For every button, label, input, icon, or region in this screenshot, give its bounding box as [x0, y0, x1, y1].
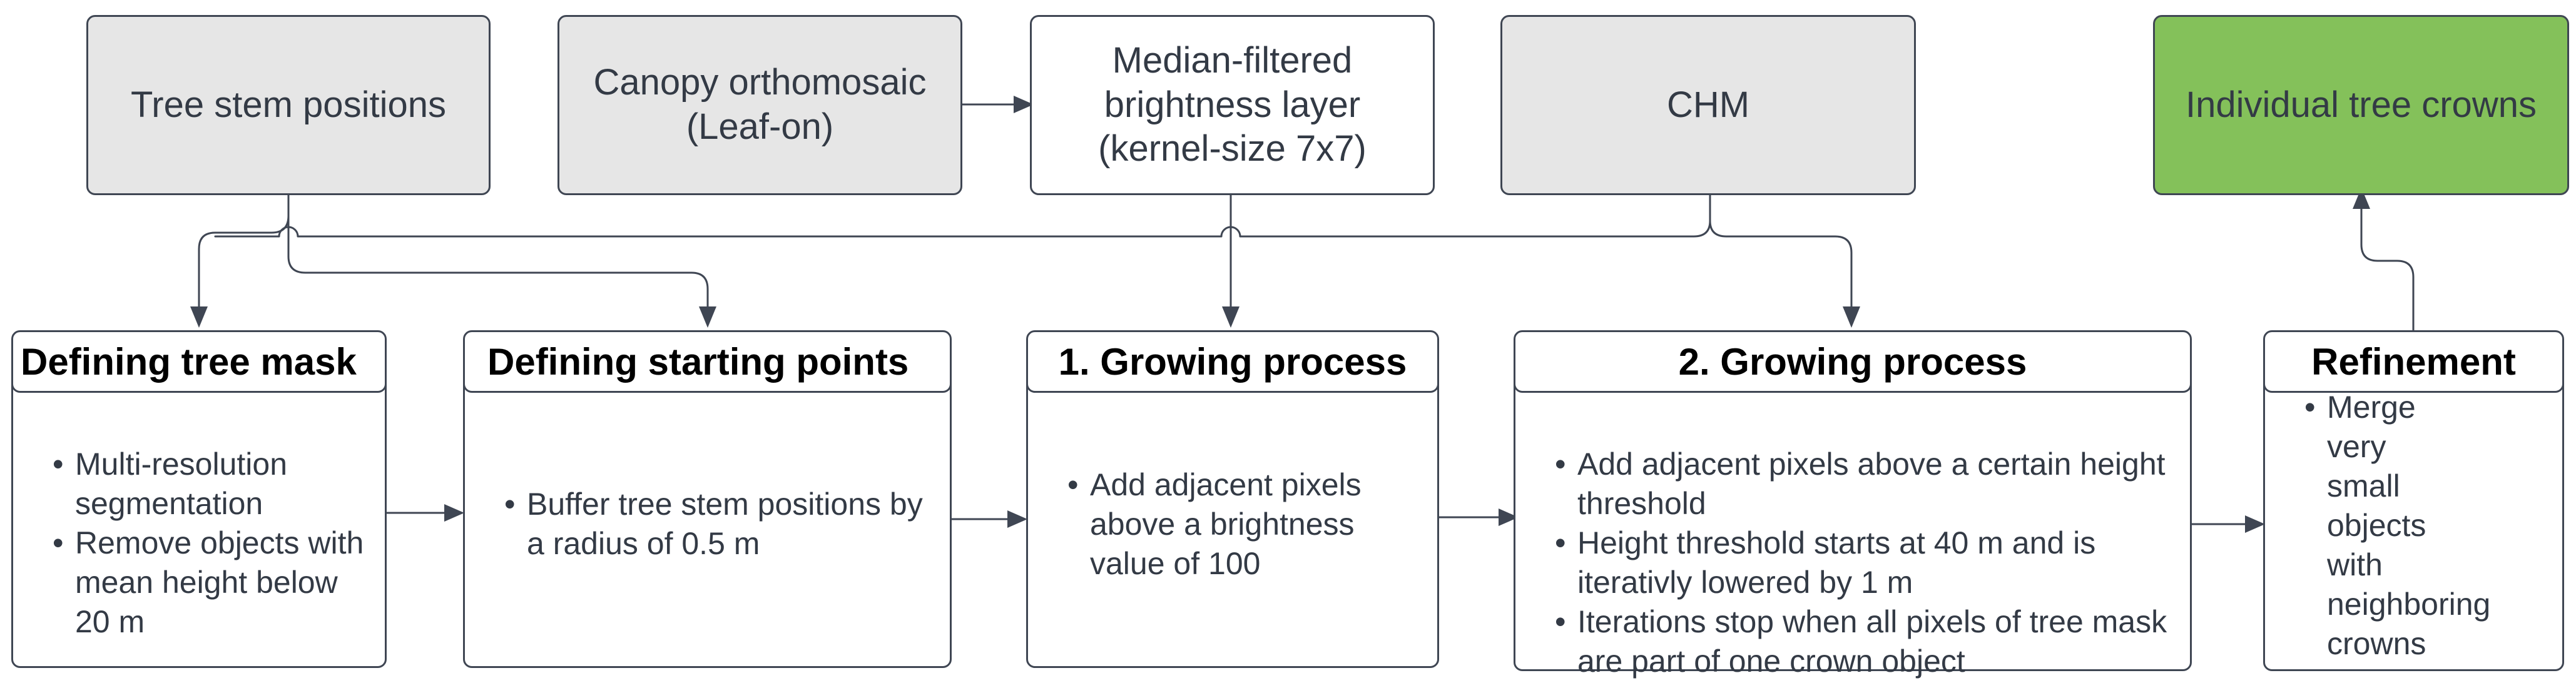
arrowhead-starting-points	[699, 306, 716, 328]
step-defining-tree-mask: Defining tree mask Multi-resolution segm…	[11, 330, 387, 668]
step-growing-process-1: 1. Growing process Add adjacent pixels a…	[1026, 330, 1439, 668]
median-filtered-box: Median-filtered brightness layer (kernel…	[1030, 15, 1435, 195]
arrowhead-tree-mask	[190, 306, 208, 328]
individual-tree-crowns-box: Individual tree crowns	[2153, 15, 2569, 195]
step-refinement: Refinement Merge very small objects with…	[2263, 330, 2564, 671]
canopy-orthomosaic-box: Canopy orthomosaic (Leaf-on)	[557, 15, 962, 195]
individual-tree-crowns-label: Individual tree crowns	[2186, 84, 2537, 125]
step-body: Multi-resolution segmentation Remove obj…	[11, 368, 387, 668]
bullet-item: Multi-resolution segmentation	[53, 445, 379, 524]
step-title: Defining starting points	[463, 330, 952, 393]
connector-chm-to-growing-2	[1709, 220, 1853, 308]
bullet-list: Merge very small objects with neighborin…	[2304, 388, 2490, 664]
bullet-list: Buffer tree stem positions by a radius o…	[504, 485, 925, 564]
arrowhead-starting-points-in	[444, 504, 464, 522]
bullet-list: Add adjacent pixels above a brightness v…	[1067, 465, 1412, 584]
chm-label: CHM	[1666, 84, 1750, 125]
step-title: 2. Growing process	[1514, 330, 2192, 393]
bullet-item: Remove objects with mean height below 20…	[53, 524, 379, 642]
arrowhead-crowns	[2353, 188, 2370, 209]
step-title: Refinement	[2263, 330, 2564, 393]
bullet-item: Iterations stop when all pixels of tree …	[1555, 602, 2171, 681]
bullet-list: Add adjacent pixels above a certain heig…	[1555, 445, 2171, 681]
connector-refinement-to-crowns	[2360, 206, 2415, 331]
tree-stem-positions-label: Tree stem positions	[131, 84, 446, 125]
step-title: 1. Growing process	[1026, 330, 1439, 393]
median-filtered-label: Median-filtered brightness layer (kernel…	[1098, 39, 1367, 169]
connector-stems-to-starting-points	[287, 215, 709, 308]
bullet-item: Height threshold starts at 40 m and is i…	[1555, 524, 2171, 602]
canopy-orthomosaic-label: Canopy orthomosaic (Leaf-on)	[593, 62, 927, 147]
arrowhead-growing-2-in	[1499, 508, 1519, 526]
chm-box: CHM	[1500, 15, 1916, 195]
arrowhead-median	[1014, 96, 1034, 113]
step-defining-starting-points: Defining starting points Buffer tree ste…	[463, 330, 952, 668]
step-growing-process-2: 2. Growing process Add adjacent pixels a…	[1514, 330, 2192, 679]
bullet-item: Add adjacent pixels above a brightness v…	[1067, 465, 1412, 584]
arrowhead-refinement-in	[2245, 515, 2265, 533]
bullet-item: Merge very small objects with neighborin…	[2304, 388, 2490, 664]
bullet-item: Buffer tree stem positions by a radius o…	[504, 485, 925, 564]
step-body: Buffer tree stem positions by a radius o…	[463, 368, 952, 668]
step-body: Merge very small objects with neighborin…	[2263, 368, 2564, 671]
arrowhead-growing-1-in	[1007, 510, 1027, 528]
step-body: Add adjacent pixels above a certain heig…	[1514, 368, 2192, 679]
connector-stems-to-tree-mask	[198, 194, 290, 308]
connector-chm-to-tree-mask	[214, 194, 1711, 238]
arrowhead-growing-2	[1843, 306, 1860, 328]
tree-stem-positions-box: Tree stem positions	[86, 15, 491, 195]
bullet-item: Add adjacent pixels above a certain heig…	[1555, 445, 2171, 524]
arrowhead-growing-1	[1222, 306, 1240, 328]
bullet-list: Multi-resolution segmentation Remove obj…	[53, 445, 379, 642]
step-body: Add adjacent pixels above a brightness v…	[1026, 368, 1439, 668]
step-title: Defining tree mask	[11, 330, 387, 393]
